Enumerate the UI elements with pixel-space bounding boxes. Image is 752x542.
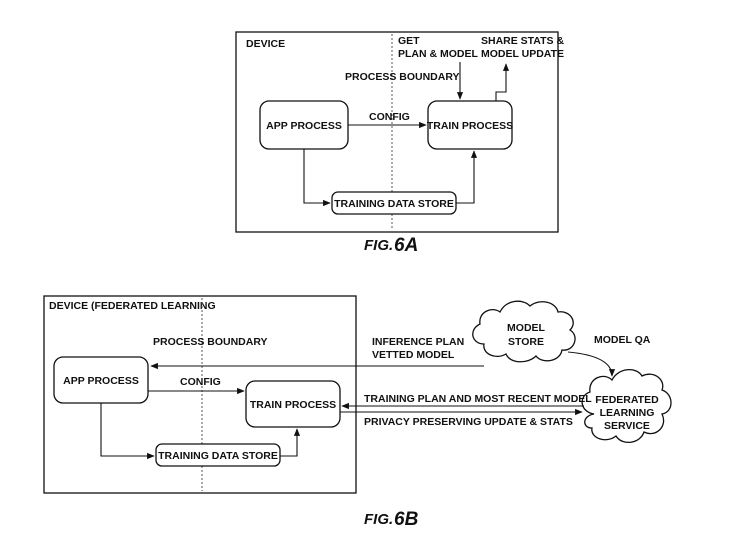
train-process-label-6a: TRAIN PROCESS (427, 120, 513, 132)
train-process-box-6b (245, 380, 341, 428)
app-process-label-6b: APP PROCESS (63, 375, 139, 387)
fig-6a-caption-prefix: FIG. (364, 237, 393, 254)
device-frame-6b (43, 295, 357, 494)
inference-plan-label-line2: VETTED MODEL (372, 349, 455, 361)
inference-plan-label-line1: INFERENCE PLAN (372, 336, 464, 348)
device-label-6a: DEVICE (246, 38, 285, 50)
model-store-cloud (472, 300, 576, 363)
share-label-line2: MODEL UPDATE (481, 48, 564, 60)
store-to-train-arrow-6a (456, 150, 478, 204)
app-to-store-arrow-6b (100, 403, 155, 460)
app-to-store-arrow-6a (303, 149, 331, 207)
train-process-box-6a (427, 100, 513, 150)
training-plan-label: TRAINING PLAN AND MOST RECENT MODEL (364, 393, 592, 405)
fig-6b: DEVICE (FEDERATED LEARNING PROCESS BOUND… (43, 295, 672, 530)
get-label-line2: PLAN & MODEL (398, 48, 479, 60)
share-label-line1: SHARE STATS & (481, 35, 564, 47)
privacy-update-label: PRIVACY PRESERVING UPDATE & STATS (364, 416, 573, 428)
config-label-6a: CONFIG (369, 111, 410, 123)
get-label-line1: GET (398, 35, 420, 47)
fig-6a: DEVICE GET PLAN & MODEL SHARE STATS & MO… (235, 31, 564, 256)
share-stats-arrow (495, 63, 510, 101)
fls-label-line3: SERVICE (604, 420, 650, 432)
training-data-store-box-6b (155, 443, 281, 467)
training-data-store-label-6b: TRAINING DATA STORE (158, 450, 278, 462)
device-label-6b: DEVICE (FEDERATED LEARNING (49, 300, 216, 312)
fls-label-line1: FEDERATED (595, 394, 659, 406)
store-to-train-arrow-6b (280, 428, 301, 457)
model-store-label-line1: MODEL (507, 322, 546, 334)
device-frame-6a (235, 31, 559, 233)
app-process-label-6a: APP PROCESS (266, 120, 342, 132)
model-qa-arrow (567, 351, 616, 377)
config-label-6b: CONFIG (180, 376, 221, 388)
process-boundary-label-6b: PROCESS BOUNDARY (153, 336, 268, 348)
training-data-store-label-6a: TRAINING DATA STORE (334, 198, 454, 210)
fig-6a-caption-number: 6A (394, 235, 418, 256)
model-qa-label: MODEL QA (594, 334, 651, 346)
fls-label-line2: LEARNING (600, 407, 655, 419)
fig-6b-caption-number: 6B (394, 509, 419, 530)
fig-6b-caption-prefix: FIG. (364, 511, 393, 528)
federated-learning-service-cloud (581, 369, 672, 443)
process-boundary-label-6a: PROCESS BOUNDARY (345, 71, 460, 83)
model-store-label-line2: STORE (508, 336, 544, 348)
train-process-label-6b: TRAIN PROCESS (250, 399, 336, 411)
